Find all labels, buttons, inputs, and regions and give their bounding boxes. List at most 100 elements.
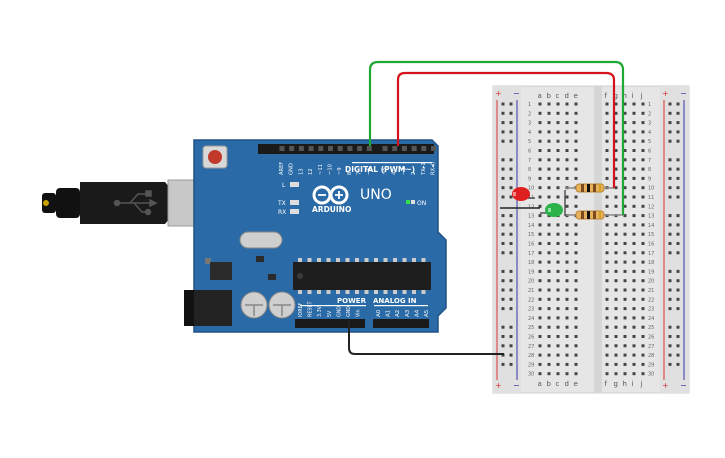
bb-hole[interactable] [556, 158, 560, 162]
bb-hole[interactable] [614, 260, 618, 264]
rail-hole[interactable] [676, 307, 680, 311]
rail-hole[interactable] [501, 214, 505, 218]
bb-hole[interactable] [538, 214, 542, 218]
bb-hole[interactable] [623, 186, 627, 190]
bb-hole[interactable] [574, 167, 578, 171]
bb-hole[interactable] [605, 204, 609, 208]
bb-hole[interactable] [641, 242, 645, 245]
bb-hole[interactable] [574, 111, 578, 115]
dc-power-jack[interactable] [184, 290, 232, 326]
rail-hole[interactable] [501, 167, 505, 171]
bb-hole[interactable] [641, 362, 645, 366]
rail-hole[interactable] [668, 167, 672, 171]
rail-hole[interactable] [509, 214, 513, 218]
bb-hole[interactable] [632, 158, 636, 162]
bb-hole[interactable] [538, 204, 542, 208]
rail-hole[interactable] [501, 362, 505, 366]
bb-hole[interactable] [623, 167, 627, 171]
bb-hole[interactable] [565, 176, 569, 180]
bb-hole[interactable] [614, 102, 618, 106]
bb-hole[interactable] [556, 288, 560, 292]
bb-hole[interactable] [632, 325, 636, 329]
bb-hole[interactable] [547, 195, 551, 199]
bb-hole[interactable] [623, 279, 627, 283]
rail-hole[interactable] [509, 288, 513, 292]
rail-hole[interactable] [501, 297, 505, 301]
rail-hole[interactable] [676, 362, 680, 366]
bb-hole[interactable] [641, 111, 645, 115]
bb-hole[interactable] [565, 316, 569, 320]
bb-hole[interactable] [574, 362, 578, 366]
bb-hole[interactable] [547, 372, 551, 376]
bb-hole[interactable] [641, 325, 645, 329]
bb-hole[interactable] [538, 260, 542, 264]
rail-hole[interactable] [676, 102, 680, 106]
rail-hole[interactable] [668, 139, 672, 143]
rail-hole[interactable] [676, 251, 680, 255]
bb-hole[interactable] [605, 335, 609, 338]
bb-hole[interactable] [574, 260, 578, 264]
bb-hole[interactable] [547, 130, 551, 134]
bb-hole[interactable] [632, 223, 636, 227]
bb-hole[interactable] [641, 167, 645, 171]
bb-hole[interactable] [556, 362, 560, 366]
bb-hole[interactable] [614, 158, 618, 162]
bb-hole[interactable] [641, 307, 645, 311]
bb-hole[interactable] [632, 204, 636, 208]
bb-hole[interactable] [605, 344, 609, 348]
bb-hole[interactable] [614, 307, 618, 311]
bb-hole[interactable] [641, 316, 645, 320]
bb-hole[interactable] [547, 335, 551, 338]
bb-hole[interactable] [556, 102, 560, 106]
bb-hole[interactable] [632, 269, 636, 273]
bb-hole[interactable] [623, 251, 627, 255]
digital-pin-socket[interactable] [337, 146, 343, 151]
bb-hole[interactable] [565, 307, 569, 311]
bb-hole[interactable] [614, 232, 618, 236]
rail-hole[interactable] [501, 269, 505, 273]
rail-hole[interactable] [676, 167, 680, 171]
bb-hole[interactable] [547, 223, 551, 227]
bb-hole[interactable] [556, 335, 560, 338]
rail-hole[interactable] [676, 111, 680, 115]
bb-hole[interactable] [632, 353, 636, 357]
rail-hole[interactable] [668, 353, 672, 357]
bb-hole[interactable] [614, 195, 618, 199]
bb-hole[interactable] [623, 223, 627, 227]
bb-hole[interactable] [574, 102, 578, 106]
red-wire[interactable] [396, 71, 616, 188]
bb-hole[interactable] [556, 260, 560, 264]
bb-hole[interactable] [605, 362, 609, 366]
bb-hole[interactable] [623, 158, 627, 162]
rail-hole[interactable] [668, 242, 672, 245]
bb-hole[interactable] [623, 232, 627, 236]
bb-hole[interactable] [538, 307, 542, 311]
bb-hole[interactable] [574, 279, 578, 283]
bb-hole[interactable] [614, 111, 618, 115]
bb-hole[interactable] [632, 288, 636, 292]
bb-hole[interactable] [574, 195, 578, 199]
bb-hole[interactable] [623, 214, 627, 218]
bb-hole[interactable] [632, 167, 636, 171]
bb-hole[interactable] [632, 214, 636, 218]
bb-hole[interactable] [623, 325, 627, 329]
digital-pin-socket[interactable] [289, 146, 295, 151]
rail-hole[interactable] [676, 158, 680, 162]
bb-hole[interactable] [605, 316, 609, 320]
rail-hole[interactable] [668, 158, 672, 162]
rail-hole[interactable] [501, 130, 505, 134]
bb-hole[interactable] [614, 242, 618, 245]
bb-hole[interactable] [547, 111, 551, 115]
rail-hole[interactable] [668, 362, 672, 366]
bb-hole[interactable] [623, 111, 627, 115]
bb-hole[interactable] [547, 344, 551, 348]
bb-hole[interactable] [538, 176, 542, 180]
bb-hole[interactable] [556, 242, 560, 245]
rail-hole[interactable] [676, 288, 680, 292]
bb-hole[interactable] [574, 372, 578, 376]
rail-hole[interactable] [501, 279, 505, 283]
bb-hole[interactable] [574, 232, 578, 236]
bb-hole[interactable] [547, 353, 551, 357]
bb-hole[interactable] [556, 139, 560, 143]
bb-hole[interactable] [538, 353, 542, 357]
